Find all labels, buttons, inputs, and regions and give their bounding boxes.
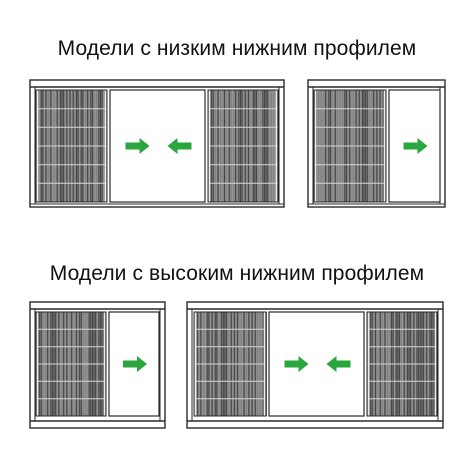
pleated-mesh-panel — [35, 89, 108, 203]
low-profile-model-double — [29, 79, 285, 208]
arrow-left-icon — [167, 138, 192, 154]
pleated-mesh-panel — [35, 311, 107, 417]
arrow-right-icon — [123, 356, 147, 372]
heading-low-profile: Модели с низким нижним профилем — [57, 37, 417, 60]
pleated-mesh-panel — [313, 89, 387, 203]
arrow-right-icon — [125, 138, 150, 154]
arrow-right-icon — [403, 138, 428, 154]
pleated-mesh-panel — [193, 311, 267, 417]
pleated-mesh-panel — [207, 89, 279, 203]
pleated-mesh-panel — [366, 311, 438, 417]
arrow-left-icon — [326, 356, 351, 372]
high-profile-model-double — [186, 301, 444, 429]
low-profile-model-single — [307, 79, 446, 208]
arrow-right-icon — [284, 356, 309, 372]
high-profile-model-single — [29, 301, 166, 429]
heading-high-profile: Модели с высоким нижним профилем — [49, 262, 425, 285]
